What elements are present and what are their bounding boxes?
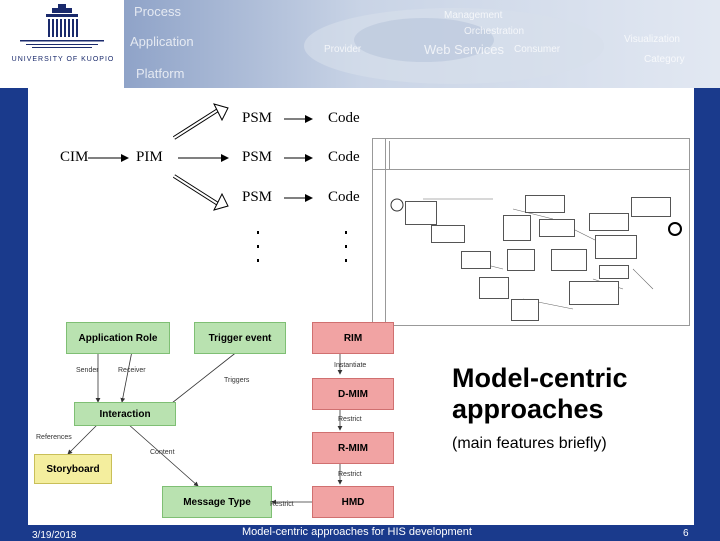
pim-label: PIM — [136, 149, 163, 165]
slide-subtitle: (main features briefly) — [452, 435, 607, 452]
banner-word: Consumer — [514, 44, 561, 55]
message-type-box: Message Type — [162, 486, 272, 518]
psm-label: PSM — [242, 110, 273, 126]
header: UNIVERSITY OF KUOPIO Process Application… — [0, 0, 720, 88]
banner-word: Category — [644, 54, 685, 65]
activity-node — [479, 277, 509, 299]
triggers-label: Triggers — [224, 377, 250, 384]
instantiate-label: Instantiate — [334, 362, 367, 369]
psm-label: PSM — [242, 189, 273, 205]
slide-title: Model-centric approaches — [452, 363, 628, 425]
restrict-label: Restrict — [270, 501, 294, 508]
university-logo: UNIVERSITY OF KUOPIO — [0, 0, 124, 88]
rim-box: RIM — [312, 322, 394, 354]
activity-node — [551, 249, 587, 271]
footer-page-number: 6 — [683, 528, 689, 539]
activity-diagram-thumbnail — [372, 138, 690, 326]
activity-node — [511, 299, 539, 321]
activity-node — [631, 197, 671, 217]
trigger-event-box: Trigger event — [194, 322, 286, 354]
receiver-label: Receiver — [118, 367, 146, 374]
footer-title: Model-centric approaches for HIS develop… — [242, 526, 472, 538]
activity-node — [589, 213, 629, 231]
banner-word: Orchestration — [464, 26, 525, 37]
cim-label: CIM — [60, 149, 89, 165]
activity-node — [569, 281, 619, 305]
rmim-box: R-MIM — [312, 432, 394, 464]
sender-label: Sender — [76, 367, 99, 374]
activity-node — [461, 251, 491, 269]
code-label: Code — [328, 149, 360, 165]
activity-flow-icon — [390, 198, 682, 310]
content-label: Content — [150, 449, 175, 456]
activity-node — [503, 215, 531, 241]
interaction-box: Interaction — [74, 402, 176, 426]
application-role-box: Application Role — [66, 322, 170, 354]
activity-node — [525, 195, 565, 213]
mda-arrows — [88, 103, 347, 262]
restrict-label: Restrict — [338, 416, 362, 423]
banner-word: Management — [444, 10, 503, 21]
header-banner: Process Application Platform Provider We… — [124, 0, 720, 88]
banner-word: Process — [134, 4, 181, 19]
psm-label: PSM — [242, 149, 273, 165]
banner-word: Web Services — [424, 42, 504, 57]
activity-node — [405, 201, 437, 225]
slide-title-line: approaches — [452, 394, 604, 424]
activity-node — [507, 249, 535, 271]
building-logo-icon — [20, 4, 104, 48]
footer-date: 3/19/2018 — [32, 530, 77, 541]
activity-node — [599, 265, 629, 279]
banner-word: Application — [130, 34, 194, 49]
restrict-label: Restrict — [338, 471, 362, 478]
references-label: References — [36, 434, 72, 441]
university-name: UNIVERSITY OF KUOPIO — [11, 56, 115, 63]
storyboard-box: Storyboard — [34, 454, 112, 484]
code-label: Code — [328, 110, 360, 126]
dmim-box: D-MIM — [312, 378, 394, 410]
activity-node — [595, 235, 637, 259]
banner-word: Visualization — [624, 34, 680, 45]
slide-title-line: Model-centric — [452, 363, 628, 393]
activity-node — [431, 225, 465, 243]
hmd-box: HMD — [312, 486, 394, 518]
code-label: Code — [328, 189, 360, 205]
banner-word: Platform — [136, 66, 185, 81]
banner-ellipse-icon — [304, 8, 604, 84]
slide-content: CIM PIM PSM PSM PSM Code Code Code — [28, 88, 694, 525]
activity-node — [539, 219, 575, 237]
banner-word: Provider — [324, 44, 362, 55]
